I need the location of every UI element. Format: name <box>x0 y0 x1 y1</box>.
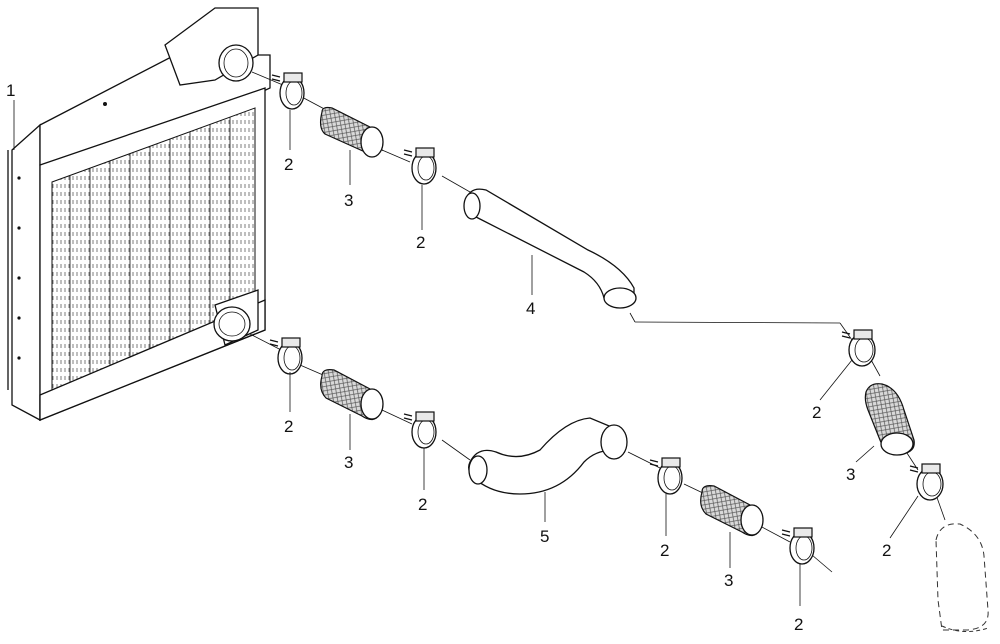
radiator <box>7 7 271 422</box>
upper-hose <box>463 188 637 309</box>
callout-2-a: 2 <box>284 155 293 174</box>
leader-lines <box>13 100 919 606</box>
callout-2-e: 2 <box>660 541 669 560</box>
callout-2-h: 2 <box>882 541 891 560</box>
silicone-sleeve-4 <box>864 383 915 456</box>
callout-2-g: 2 <box>812 403 821 422</box>
lower-hose <box>468 417 628 495</box>
hose-clamp-8 <box>909 463 944 501</box>
callout-3-d: 3 <box>846 465 855 484</box>
hose-clamp-1 <box>271 72 305 110</box>
hose-clamp-5 <box>649 457 683 495</box>
hose-clamp-7 <box>841 329 876 367</box>
hose-clamp-3 <box>269 337 303 375</box>
callout-2-d: 2 <box>418 495 427 514</box>
callout-5: 5 <box>540 527 549 546</box>
callout-1: 1 <box>6 81 15 100</box>
callout-4: 4 <box>526 299 535 318</box>
callout-2-f: 2 <box>794 615 803 634</box>
hose-clamp-2 <box>403 147 437 185</box>
callout-3-c: 3 <box>724 571 733 590</box>
callout-3-b: 3 <box>344 453 353 472</box>
continuation-pipe-phantom <box>935 523 989 632</box>
hose-clamp-4 <box>403 411 437 449</box>
hose-clamp-6 <box>781 527 815 565</box>
callout-3-a: 3 <box>344 191 353 210</box>
silicone-sleeve-1 <box>319 106 384 158</box>
silicone-sleeve-3 <box>700 485 764 537</box>
callout-2-c: 2 <box>284 417 293 436</box>
callout-2-b: 2 <box>416 233 425 252</box>
silicone-sleeve-2 <box>320 369 384 421</box>
